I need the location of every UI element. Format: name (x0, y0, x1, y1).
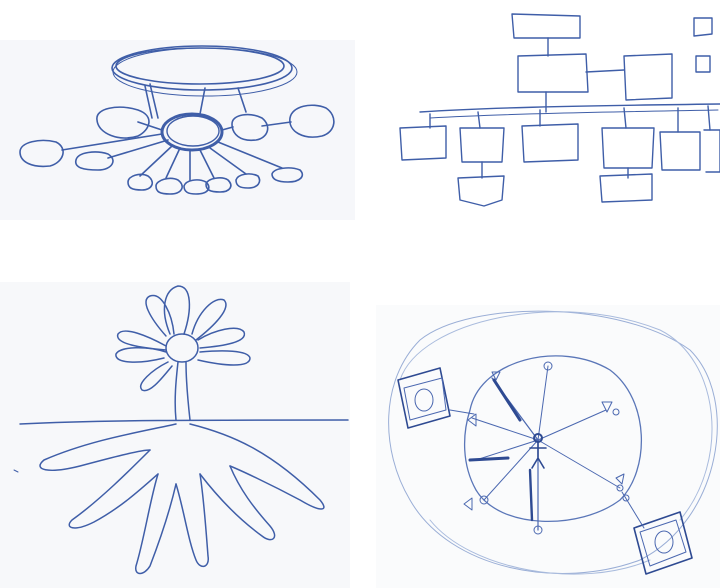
mind-map-sketch (20, 46, 334, 194)
radial-network-sketch (389, 311, 718, 574)
org-chart-sketch (400, 14, 720, 206)
flower-roots-sketch (14, 286, 348, 574)
